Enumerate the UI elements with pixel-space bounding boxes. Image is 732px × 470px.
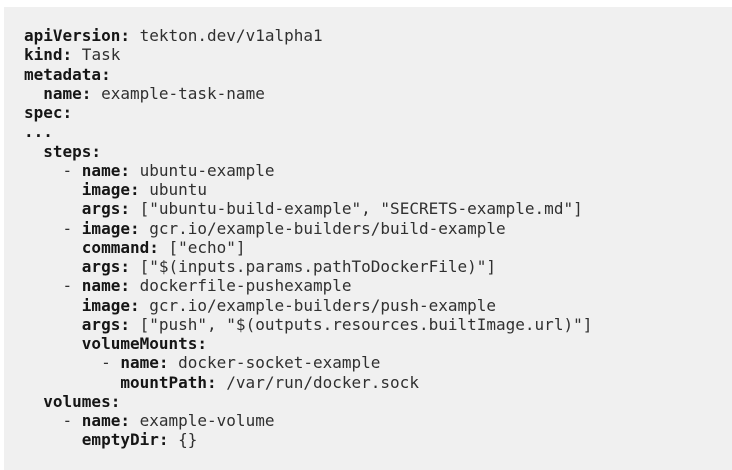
code-line: - name: dockerfile-pushexample [24, 276, 722, 295]
code-line: volumes: [24, 392, 722, 411]
yaml-value: tekton.dev/v1alpha1 [129, 26, 323, 45]
yaml-value: - [24, 411, 82, 430]
yaml-value [24, 84, 43, 103]
yaml-value: - [24, 218, 82, 238]
code-line: - name: example-volume [24, 411, 722, 430]
code-line: image: ubuntu [24, 180, 722, 199]
code-line: args: ["push", "$(outputs.resources.buil… [24, 315, 722, 334]
yaml-key: name: [81, 411, 130, 430]
yaml-key: mountPath: [120, 372, 217, 392]
yaml-key: kind: [24, 45, 73, 65]
yaml-value: /var/run/docker.sock [216, 372, 419, 392]
yaml-key: metadata: [24, 64, 111, 84]
yaml-key: name: [81, 276, 130, 296]
yaml-value [24, 238, 82, 257]
yaml-value [24, 180, 82, 199]
yaml-key: args: [81, 199, 130, 219]
code-line: ... [24, 122, 722, 141]
yaml-key: args: [81, 314, 130, 334]
yaml-value: - [24, 276, 82, 296]
yaml-value [24, 315, 82, 334]
yaml-key: image: [81, 295, 140, 315]
yaml-value: dockerfile-pushexample [129, 276, 352, 296]
yaml-value [24, 430, 82, 449]
code-line: volumeMounts: [24, 334, 722, 353]
yaml-key: spec: [24, 103, 73, 122]
yaml-value [24, 296, 82, 315]
yaml-key: image: [81, 218, 140, 238]
yaml-value [24, 142, 43, 161]
yaml-key: steps: [43, 141, 102, 161]
code-line: kind: Task [24, 45, 722, 64]
yaml-value: Task [72, 45, 121, 65]
code-line: command: ["echo"] [24, 238, 722, 257]
code-line: args: ["ubuntu-build-example", "SECRETS-… [24, 199, 722, 218]
yaml-key: volumes: [43, 391, 121, 411]
yaml-key: name: [43, 83, 92, 103]
yaml-value: ["push", "$(outputs.resources.builtImage… [129, 314, 593, 334]
yaml-value: example-task-name [91, 83, 265, 103]
code-line: apiVersion: tekton.dev/v1alpha1 [24, 26, 722, 45]
yaml-key: args: [81, 257, 130, 276]
yaml-key: name: [81, 160, 130, 180]
yaml-value: example-volume [129, 411, 275, 430]
yaml-value: {} [168, 430, 198, 450]
yaml-key: image: [81, 180, 140, 199]
yaml-value: docker-socket-example [168, 353, 381, 373]
yaml-key: ... [24, 122, 53, 142]
yaml-key: emptyDir: [81, 430, 169, 450]
yaml-key: command: [81, 237, 159, 257]
code-line: args: ["$(inputs.params.pathToDockerFile… [24, 257, 722, 276]
code-line: - name: docker-socket-example [24, 353, 722, 372]
yaml-value: ubuntu-example [129, 160, 275, 180]
yaml-value: - [24, 160, 82, 180]
yaml-value: ["$(inputs.params.pathToDockerFile)"] [129, 257, 497, 276]
yaml-key: name: [120, 353, 169, 373]
yaml-value [24, 392, 43, 411]
yaml-value: ["ubuntu-build-example", "SECRETS-exampl… [129, 199, 583, 219]
yaml-value: gcr.io/example-builders/push-example [139, 295, 497, 315]
code-line: image: gcr.io/example-builders/push-exam… [24, 296, 722, 315]
yaml-key: volumeMounts: [81, 334, 208, 353]
yaml-value [24, 373, 120, 392]
code-line: spec: [24, 103, 722, 122]
yaml-value [24, 334, 82, 353]
code-line: name: example-task-name [24, 84, 722, 103]
yaml-value: - [24, 353, 121, 373]
yaml-value [24, 199, 82, 218]
code-line: emptyDir: {} [24, 430, 722, 449]
yaml-value [24, 257, 82, 276]
yaml-key: apiVersion: [24, 26, 130, 45]
code-line: - name: ubuntu-example [24, 161, 722, 180]
code-line: mountPath: /var/run/docker.sock [24, 373, 722, 392]
code-line: metadata: [24, 65, 722, 84]
yaml-value: ubuntu [139, 180, 208, 199]
yaml-value: gcr.io/example-builders/build-example [139, 218, 506, 238]
yaml-value: ["echo"] [158, 237, 246, 257]
code-line: steps: [24, 142, 722, 161]
code-line: - image: gcr.io/example-builders/build-e… [24, 219, 722, 238]
